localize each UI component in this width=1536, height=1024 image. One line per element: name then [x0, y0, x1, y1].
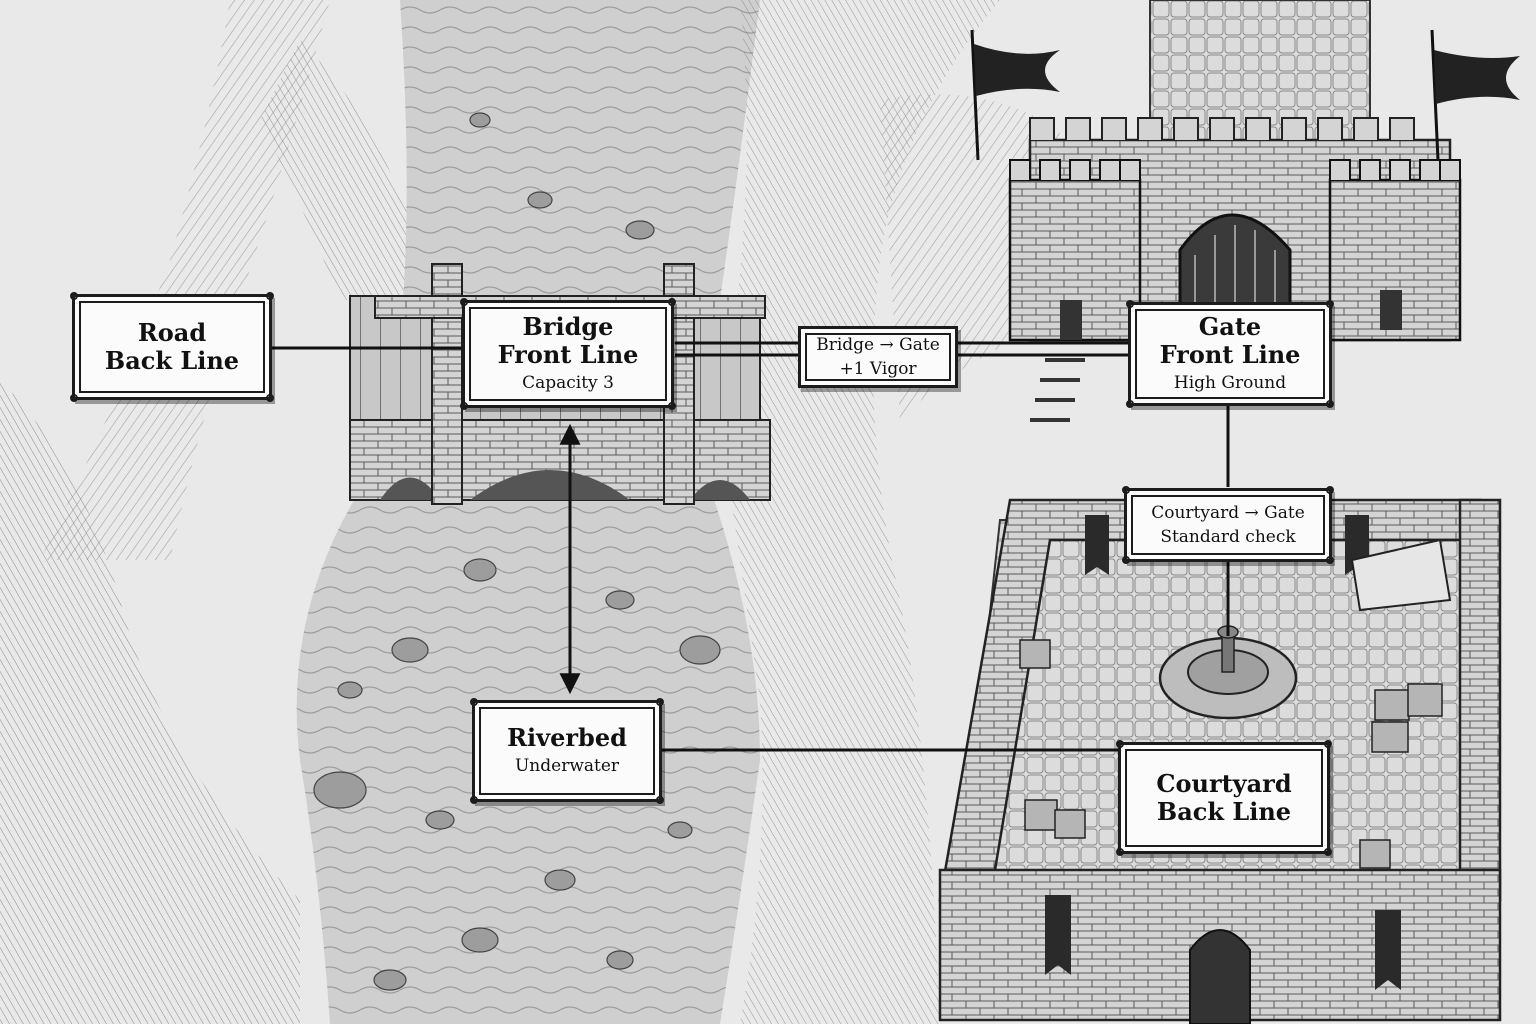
zone-riverbed-subtitle: Underwater: [515, 754, 619, 778]
connection-bridge-gate-title: Bridge → Gate: [816, 333, 940, 357]
connection-courtyard-gate-check: Standard check: [1160, 525, 1295, 549]
zone-road-title: Road: [138, 319, 206, 347]
connection-courtyard-gate-title: Courtyard → Gate: [1151, 501, 1305, 525]
zone-bridge-label[interactable]: Bridge Front Line Capacity 3: [462, 300, 674, 408]
zone-courtyard-role: Back Line: [1157, 798, 1291, 826]
zone-road-label[interactable]: Road Back Line: [72, 294, 272, 400]
castle-tower-icon: [1010, 160, 1140, 340]
zone-riverbed-label[interactable]: Riverbed Underwater: [472, 700, 662, 802]
zone-courtyard-label[interactable]: Courtyard Back Line: [1118, 742, 1330, 854]
connection-courtyard-gate-label[interactable]: Courtyard → Gate Standard check: [1124, 488, 1332, 562]
connection-bridge-gate-modifier: +1 Vigor: [839, 357, 916, 381]
zone-bridge-title: Bridge: [523, 313, 614, 341]
zone-bridge-subtitle: Capacity 3: [522, 371, 614, 395]
zone-courtyard-title: Courtyard: [1156, 770, 1291, 798]
castle-tower-icon: [1330, 160, 1460, 340]
zone-road-role: Back Line: [105, 347, 239, 375]
zone-bridge-role: Front Line: [498, 341, 639, 369]
zone-gate-role: Front Line: [1160, 341, 1301, 369]
zone-riverbed-title: Riverbed: [507, 724, 627, 752]
connection-bridge-gate-label[interactable]: Bridge → Gate +1 Vigor: [798, 326, 958, 388]
zone-gate-subtitle: High Ground: [1174, 371, 1286, 395]
zone-gate-label[interactable]: Gate Front Line High Ground: [1128, 302, 1332, 406]
zone-gate-title: Gate: [1199, 313, 1261, 341]
